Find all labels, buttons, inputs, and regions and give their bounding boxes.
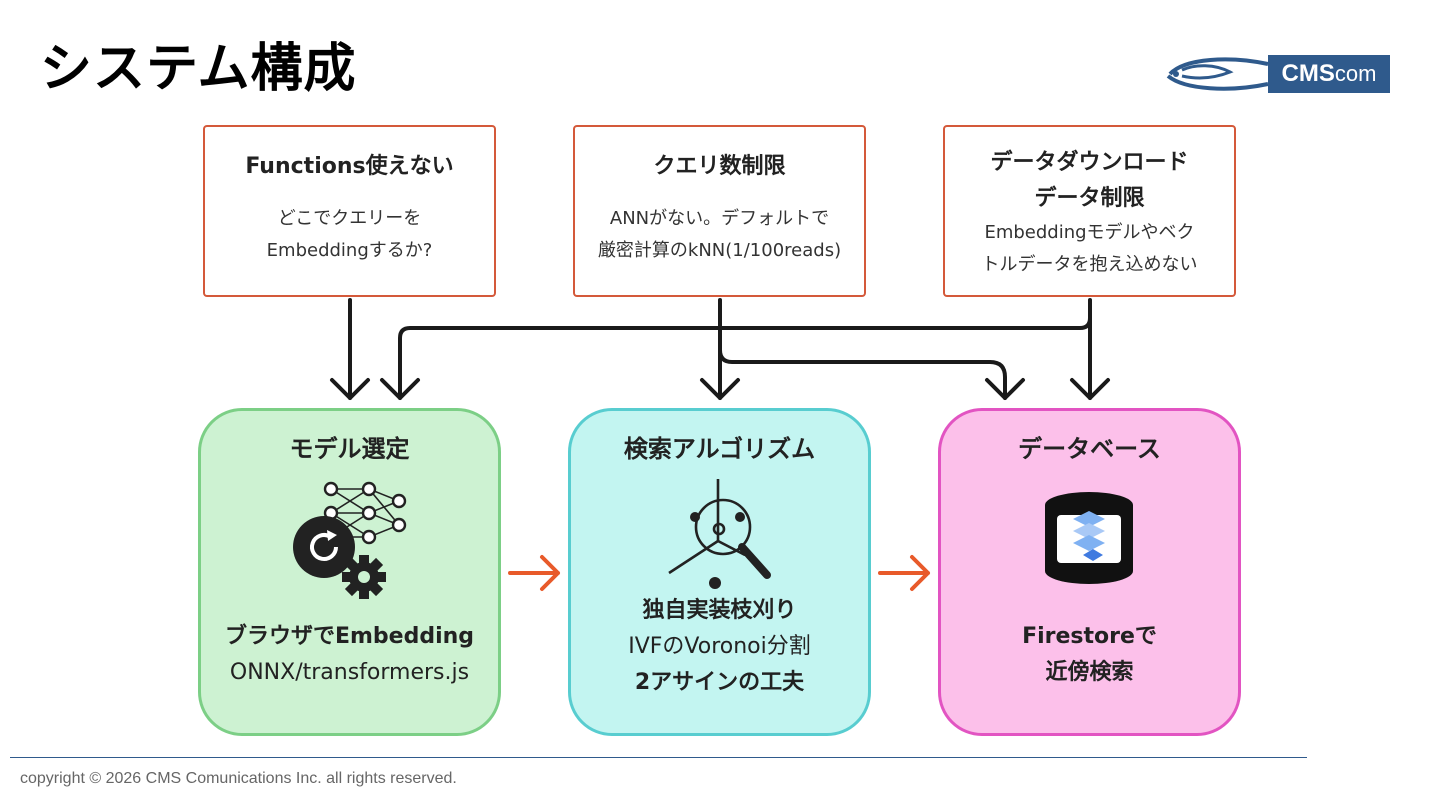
stage-caption: ブラウザでEmbedding ONNX/transformers.js [201,619,498,691]
problem-desc-line: トルデータを抱え込めない [981,254,1198,275]
stage-title: 検索アルゴリズム [623,435,816,463]
problem-title: Functions使えない [245,154,454,179]
cms-logo: CMS com [1160,50,1392,96]
stage-title: モデル選定 [289,435,410,463]
stage-box-database: データベース Firestoreで 近傍検索 [938,408,1241,736]
stage-box-search: 検索アルゴリズム 独自実装枝刈り IVFのVoronoi分割 2アサインの工夫 [568,408,871,736]
slide-title: システム構成 [40,39,357,99]
stage-box-model: モデル選定 ブラウザでEmbedding ONNX [198,408,501,736]
voronoi-search-icon [668,479,771,589]
stage-caption: 独自実装枝刈り IVFのVoronoi分割 2アサインの工夫 [571,593,868,701]
stage-caption-line: Firestoreで [1022,624,1157,649]
problem-desc-line: ANNがない。デフォルトで [609,208,830,229]
firestore-database-icon [1045,492,1133,584]
flow-arrow-search-to-database [878,555,930,591]
logo-wordmark: CMS com [1268,55,1390,93]
logo-text-light: com [1334,61,1377,86]
stage-title: データベース [1018,435,1161,463]
problem-title: クエリ数制限 [653,154,786,179]
neural-network-gear-icon [293,481,407,599]
stage-caption-line: ブラウザでEmbedding [224,624,475,649]
stage-caption: Firestoreで 近傍検索 [941,619,1238,691]
problem-title-line: データダウンロード [990,150,1189,175]
stage-caption-line: ONNX/transformers.js [229,660,470,685]
arrowhead [330,378,370,400]
fish-swoosh-icon [1166,57,1269,91]
problem-box-query-limit: クエリ数制限 ANNがない。デフォルトで 厳密計算のkNN(1/100reads… [573,125,866,297]
problem-desc-line: Embeddingするか? [266,240,433,261]
stage-caption-line: 独自実装枝刈り [642,598,797,623]
footer-copyright: copyright © 2026 CMS Comunications Inc. … [20,770,457,787]
problem-desc-line: Embeddingモデルやベク [984,222,1195,243]
stage-caption-line: 2アサインの工夫 [634,670,805,695]
footer-divider [10,757,1307,758]
connector-data-to-model [398,298,1092,400]
problem-desc-line: 厳密計算のkNN(1/100reads) [597,240,842,261]
arrowhead [380,378,420,400]
flow-arrow-model-to-search [508,555,560,591]
stage-caption-line: IVFのVoronoi分割 [628,634,811,659]
problem-box-functions: Functions使えない どこでクエリーを Embeddingするか? [203,125,496,297]
arrowhead [1070,378,1110,400]
logo-text-bold: CMS [1281,60,1335,87]
problem-box-data-limit: データダウンロード データ制限 Embeddingモデルやベク トルデータを抱え… [943,125,1236,297]
stage-caption-line: 近傍検索 [1045,660,1134,685]
arrowhead [700,378,740,400]
arrowhead [985,378,1025,400]
connector-query-to-database [718,348,1007,400]
problem-desc-line: どこでクエリーを [277,208,422,229]
problem-title-line: データ制限 [1034,186,1145,211]
